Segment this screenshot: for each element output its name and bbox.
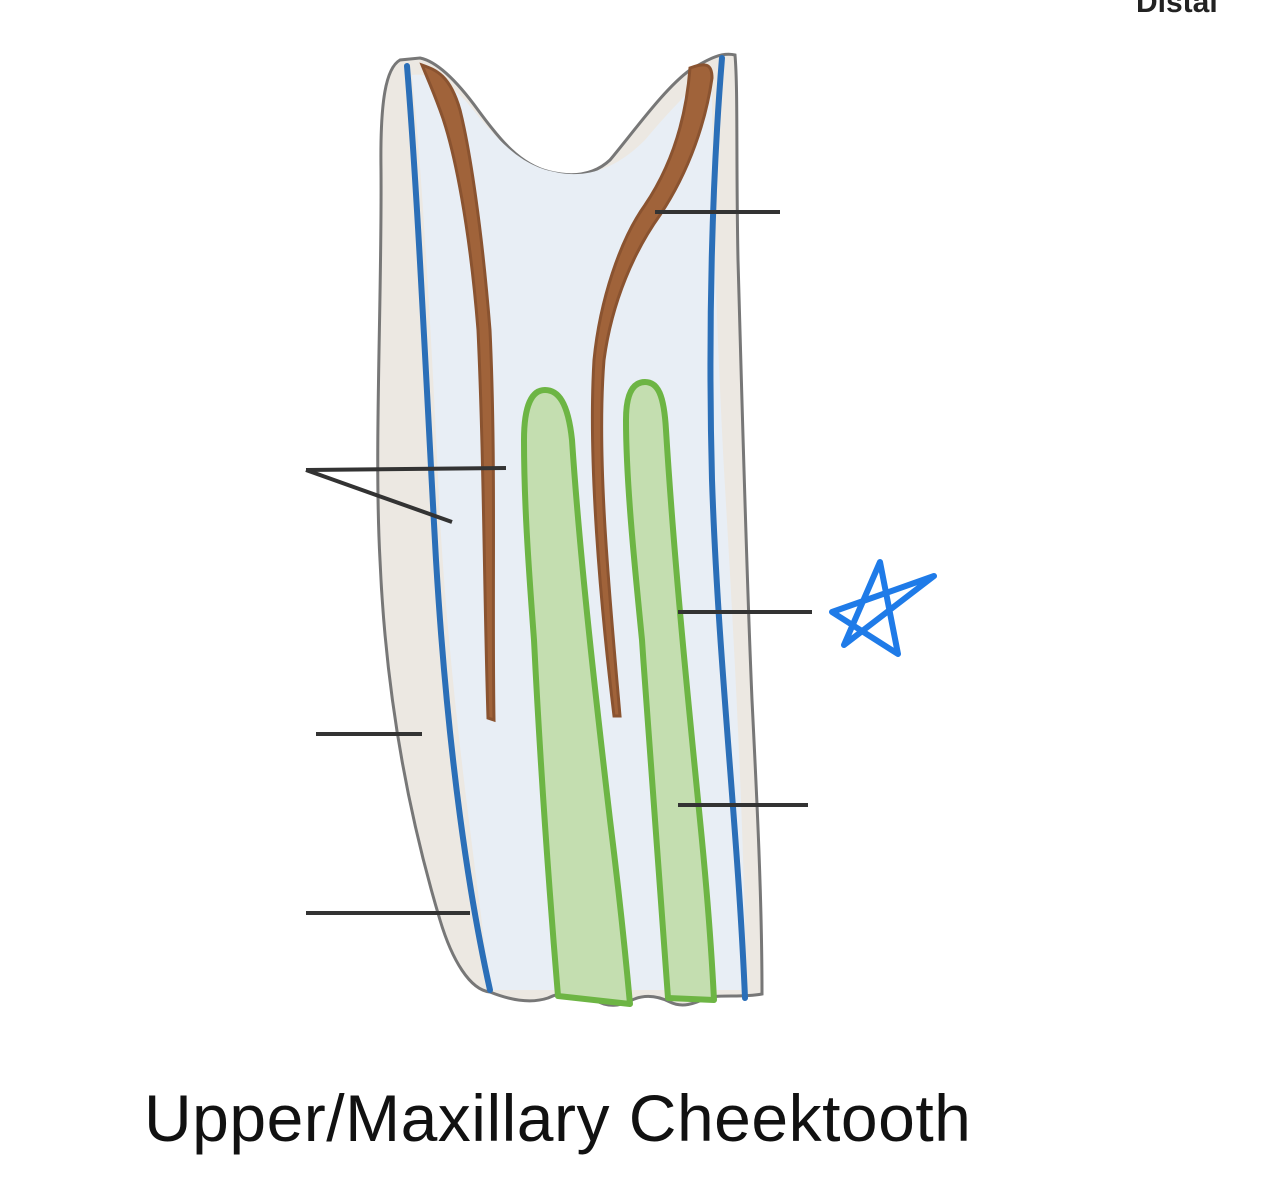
corner-label: Distal <box>1136 0 1218 19</box>
leader-line-left-upper <box>305 466 507 472</box>
enamel-line-right <box>707 55 748 1001</box>
diagram-caption: Upper/Maxillary Cheektooth <box>144 1081 972 1155</box>
leader-line-left-upper-diagonal <box>305 468 453 524</box>
pulp-cavity-left <box>521 387 633 1007</box>
enamel-line-left <box>404 63 493 993</box>
star-icon <box>829 559 937 657</box>
pulp-cavity-right <box>623 379 717 1003</box>
infundibulum-right <box>590 63 714 718</box>
infundibulum-left <box>419 62 496 723</box>
